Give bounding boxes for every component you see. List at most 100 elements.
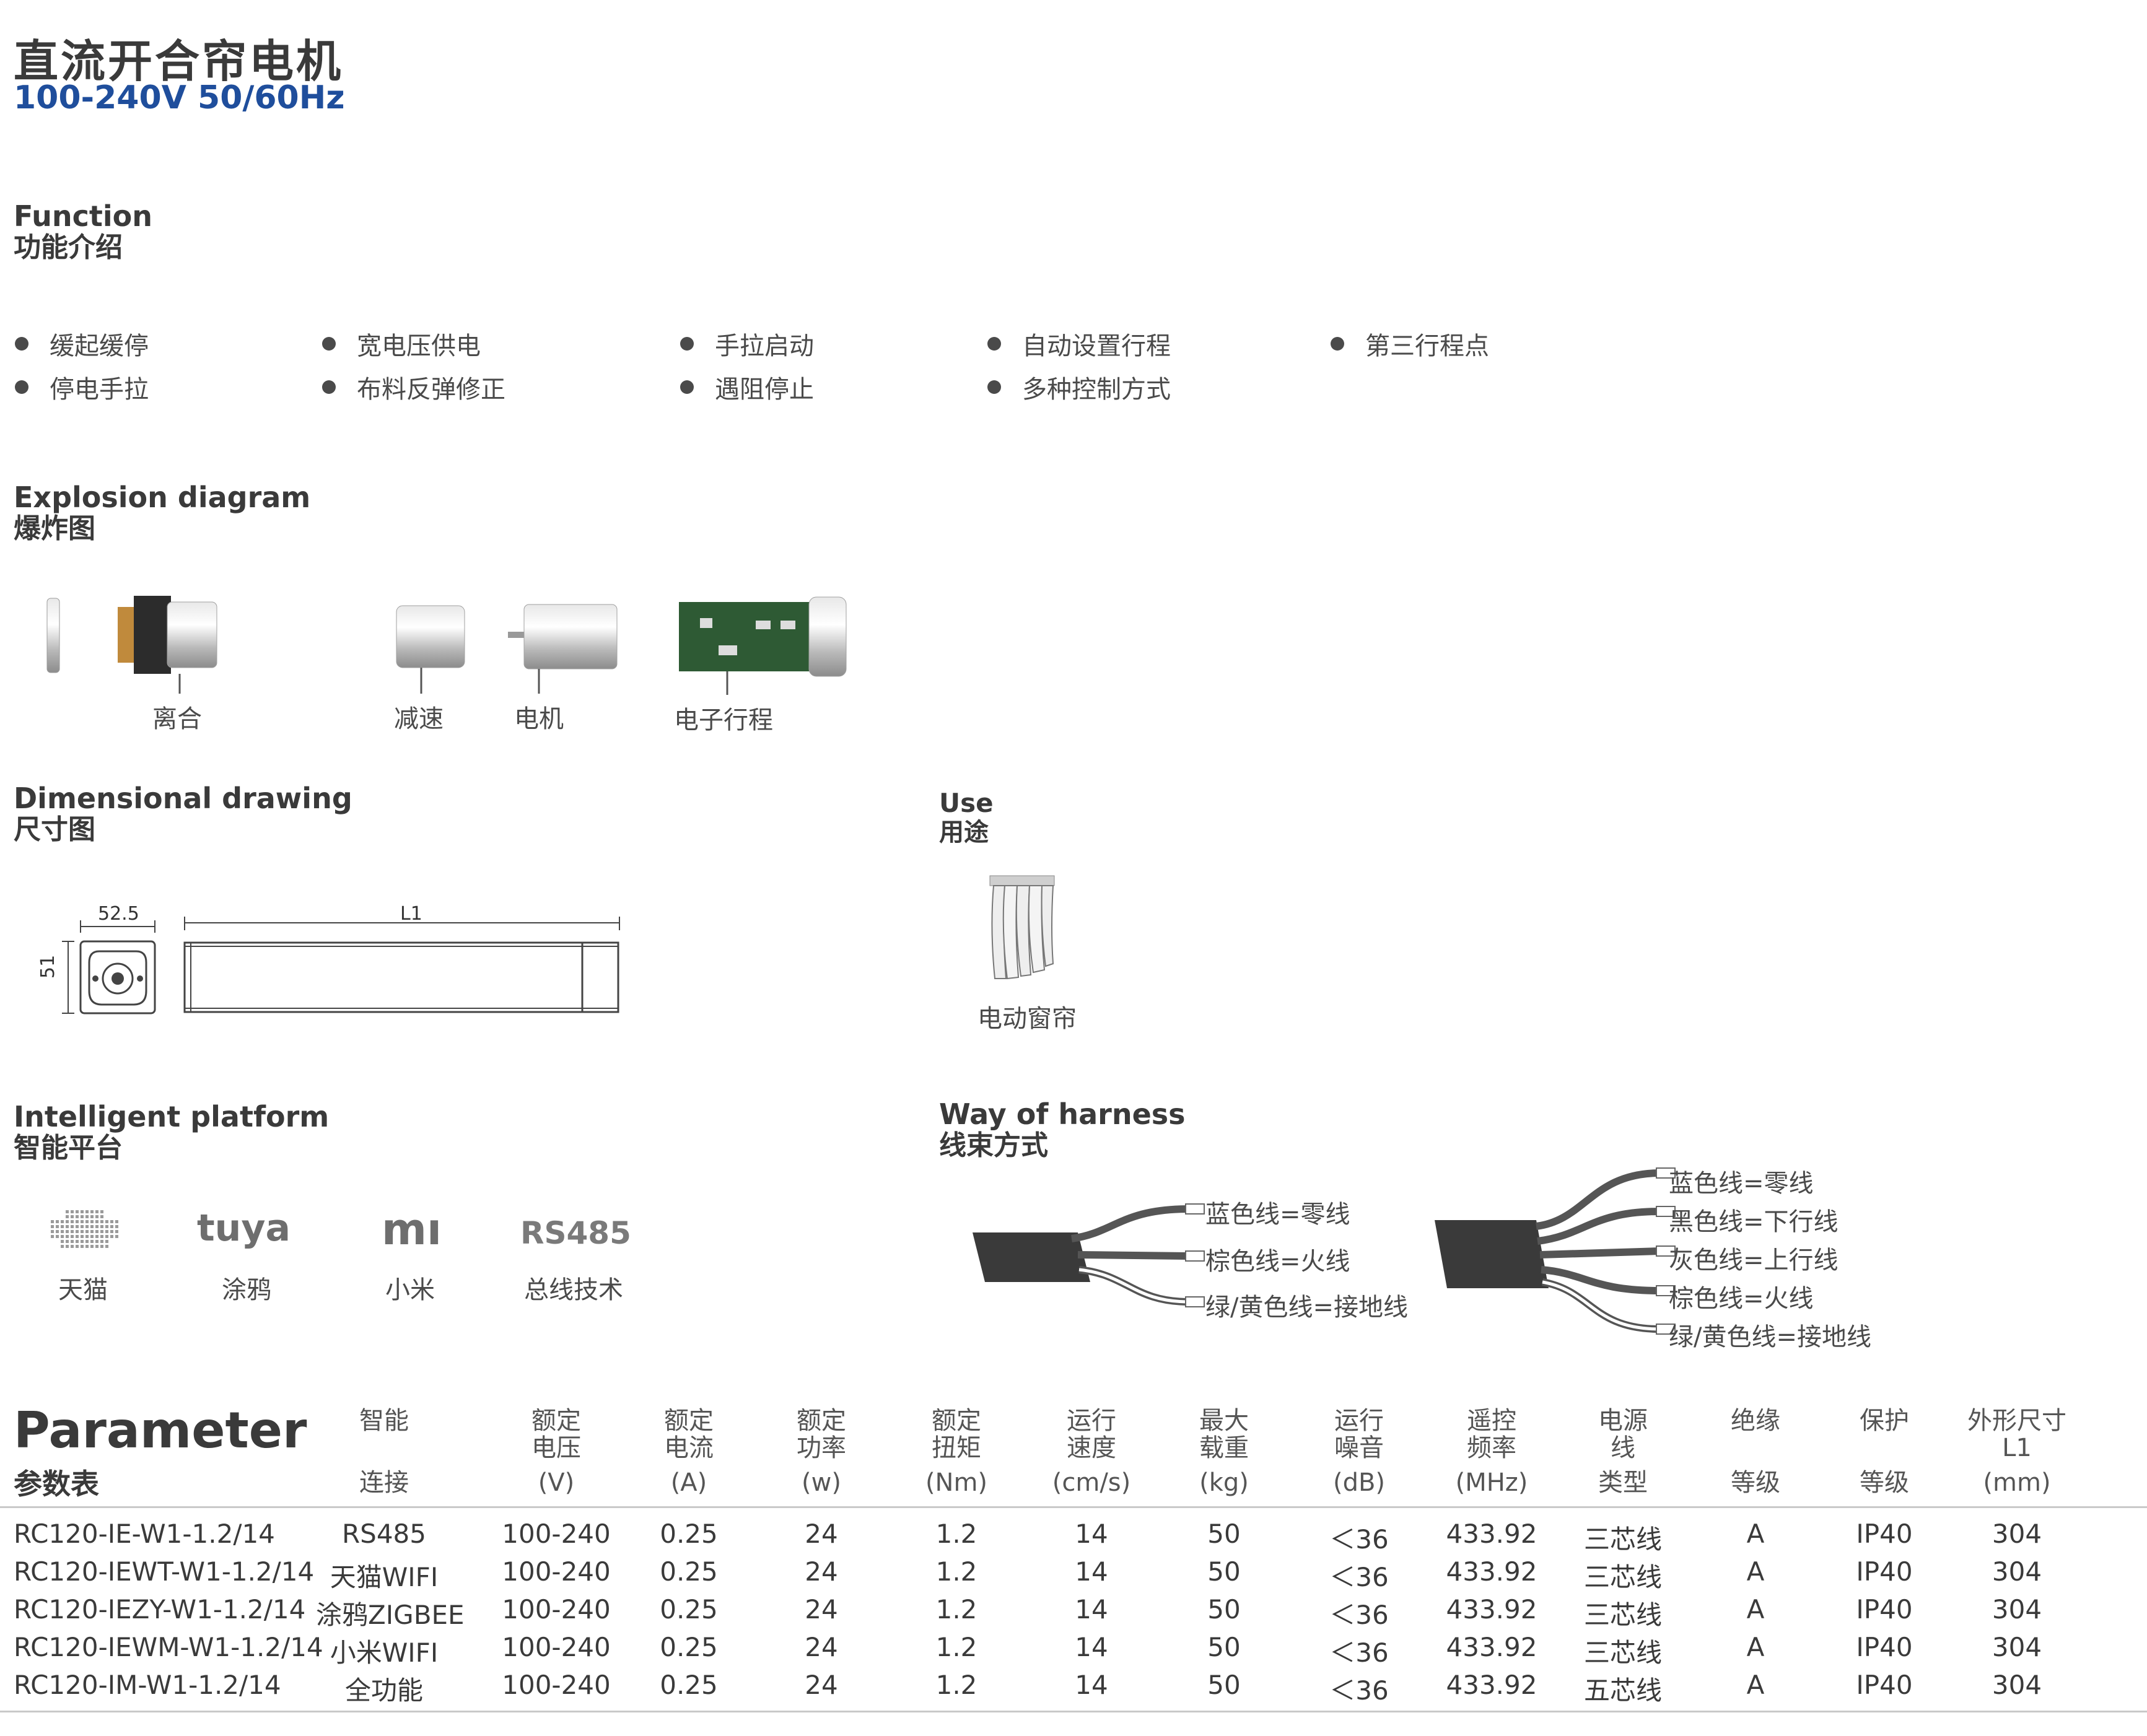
tmall-logo-dot: [105, 1225, 108, 1228]
platform-label-tmall: 天猫: [58, 1276, 108, 1304]
table-cell: 0.25: [660, 1670, 718, 1700]
tmall-logo-dot: [100, 1210, 103, 1213]
harness-title-cn: 线束方式: [939, 1130, 1048, 1161]
feature-item: 第三行程点: [1331, 326, 1489, 362]
table-cell: ＜36: [1329, 1638, 1389, 1668]
bullet-icon: [987, 380, 1001, 394]
tmall-logo-dot: [100, 1230, 103, 1233]
tmall-logo-dot: [100, 1235, 103, 1238]
tmall-logo-dot: [76, 1235, 79, 1238]
tmall-logo-dot: [76, 1245, 79, 1248]
tmall-logo-dot: [105, 1230, 108, 1233]
five-core-wire-label: 黑色线=下行线: [1669, 1208, 1839, 1236]
table-cell: ＜36: [1329, 1600, 1389, 1630]
tmall-logo-dot: [76, 1220, 79, 1223]
clutch-part: [118, 596, 217, 694]
function-title-en: Function: [14, 199, 153, 233]
column-header-bottom: (Nm): [925, 1468, 988, 1497]
dimension-length-label: L1: [400, 903, 422, 925]
explosion-title-en: Explosion diagram: [14, 481, 311, 514]
tmall-logo-dot: [85, 1235, 89, 1238]
tmall-logo-dot: [51, 1225, 54, 1228]
feature-item: 布料反弹修正: [322, 369, 505, 405]
tmall-logo-dot: [85, 1240, 89, 1243]
table-column-header: 额定 扭矩(Nm): [894, 1407, 1018, 1500]
tmall-logo-dot: [90, 1230, 94, 1233]
tmall-logo-dot: [56, 1230, 59, 1233]
column-header-bottom: (A): [670, 1468, 707, 1497]
table-cell: 433.92: [1446, 1670, 1537, 1700]
tmall-logo-dot: [90, 1245, 94, 1248]
tmall-logo-dot: [110, 1230, 113, 1233]
table-cell: IP40: [1856, 1594, 1913, 1625]
tmall-logo-dot: [105, 1235, 108, 1238]
table-cell: 三芯线: [1583, 1600, 1662, 1630]
table-cell: IP40: [1856, 1670, 1913, 1700]
table-cell: 50: [1207, 1632, 1241, 1662]
table-cell: 24: [805, 1594, 838, 1625]
tmall-logo-dot: [105, 1240, 108, 1243]
column-header-top: 外形尺寸 L1: [1967, 1407, 2066, 1462]
platform-label-tuya: 涂鸦: [222, 1276, 271, 1304]
table-bottom-divider: [0, 1711, 2147, 1712]
tmall-logo-dot: [115, 1235, 118, 1238]
voltage-subtitle: 100-240V 50/60Hz: [14, 79, 345, 116]
bullet-icon: [680, 380, 694, 394]
model-cell: RC120-IEWM-W1-1.2/14: [14, 1632, 323, 1662]
column-header-bottom: (dB): [1332, 1468, 1386, 1497]
part-label-motor: 电机: [514, 705, 564, 733]
three-core-wire-label: 蓝色线=零线: [1205, 1200, 1350, 1229]
column-header-top: 运行 速度: [1067, 1407, 1116, 1462]
bullet-icon: [1331, 337, 1344, 351]
table-cell: 100-240: [502, 1632, 611, 1662]
tmall-logo-dot: [85, 1215, 89, 1218]
platform-title-en: Intelligent platform: [14, 1100, 330, 1133]
table-cell: 1.2: [935, 1632, 977, 1662]
rs485-logo-icon: RS485: [520, 1215, 631, 1251]
mi-logo-icon: mı: [382, 1204, 442, 1255]
tmall-logo-dot: [61, 1220, 64, 1223]
motor-part: [508, 604, 618, 694]
table-cell: 14: [1075, 1556, 1108, 1587]
parameter-title-cn: 参数表: [14, 1467, 99, 1501]
tmall-logo-dot: [110, 1235, 113, 1238]
tmall-logo-dot: [100, 1225, 103, 1228]
table-column-header: 最大 载重(kg): [1162, 1407, 1286, 1500]
table-cell: 天猫WIFI: [330, 1562, 439, 1592]
tuya-logo-icon: tuya: [197, 1206, 291, 1250]
tmall-logo-dot: [105, 1220, 108, 1223]
table-cell: A: [1746, 1594, 1765, 1625]
table-cell: 14: [1075, 1670, 1108, 1700]
tmall-logo-dot: [81, 1225, 84, 1228]
dimension-heading: Dimensional drawing 尺寸图: [14, 784, 352, 844]
platform-label-xiaomi: 小米: [385, 1276, 435, 1304]
three-core-wire-label: 棕色线=火线: [1205, 1247, 1350, 1276]
harness-diagram: [973, 1167, 1676, 1335]
table-cell: 三芯线: [1583, 1638, 1662, 1668]
use-heading: Use 用途: [939, 790, 994, 845]
column-header-bottom: (kg): [1199, 1468, 1249, 1497]
tmall-logo-dot: [61, 1230, 64, 1233]
platform-heading: Intelligent platform 智能平台: [14, 1102, 329, 1162]
tmall-logo-dot: [71, 1230, 74, 1233]
table-cell: 24: [805, 1670, 838, 1700]
tmall-logo-dot: [90, 1235, 94, 1238]
table-cell: 小米WIFI: [330, 1638, 439, 1668]
five-core-cable: [1435, 1167, 1676, 1335]
column-header-bottom: (cm/s): [1052, 1468, 1131, 1497]
table-column-header: 运行 速度 (cm/s): [1030, 1407, 1153, 1500]
table-column-header: 保护等级: [1822, 1407, 1946, 1500]
tmall-logo-dot: [56, 1225, 59, 1228]
column-header-top: 绝缘: [1731, 1407, 1780, 1435]
table-cell: 0.25: [660, 1594, 718, 1625]
tmall-logo-dot: [51, 1235, 54, 1238]
tmall-logo-dot: [85, 1210, 89, 1213]
curtain-icon: [989, 875, 1055, 980]
table-cell: IP40: [1856, 1519, 1913, 1549]
column-header-top: 运行 噪音: [1334, 1407, 1384, 1462]
tmall-logo-dot: [115, 1220, 118, 1223]
tmall-logo-dot: [81, 1235, 84, 1238]
tmall-logo-dot: [66, 1245, 69, 1248]
